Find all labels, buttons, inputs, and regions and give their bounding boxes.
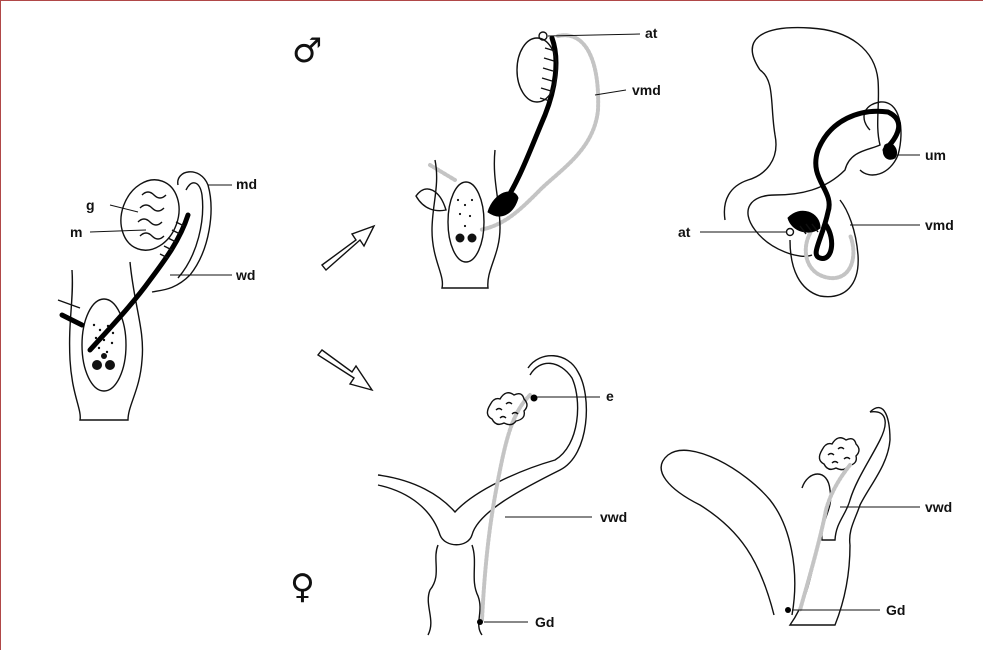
female-late-bladder-outline — [661, 450, 795, 615]
label-md: md — [236, 176, 257, 192]
female-early-epoophoron-dot — [531, 395, 538, 402]
label-wd: wd — [235, 267, 255, 283]
male-late-vas-loop — [816, 111, 899, 258]
label-g: g — [86, 197, 95, 213]
wolffian-duct — [90, 215, 188, 350]
arrow-to-male-icon — [322, 226, 374, 270]
male-late-phallus-bulb — [883, 144, 896, 160]
sinus-inner-ellipse — [82, 299, 126, 391]
male-early-stage: at vmd — [416, 25, 661, 288]
male-early-vesicle-left — [416, 189, 446, 211]
female-late-ovary — [819, 438, 859, 470]
male-early-sinus-inner — [448, 182, 484, 262]
female-late-gartner-dot — [785, 607, 791, 613]
gonad — [111, 172, 188, 259]
label-female-early-Gd: Gd — [535, 614, 554, 630]
label-male-early-vmd: vmd — [632, 82, 661, 98]
male-late-inner-line — [724, 70, 776, 220]
indifferent-stub-thin — [58, 300, 80, 308]
female-early-gartner-dot — [477, 619, 483, 625]
label-male-late-at: at — [678, 224, 691, 240]
female-early-wolffian-remnant — [482, 395, 530, 620]
label-female-early-e: e — [606, 388, 614, 404]
arrow-to-female-icon — [318, 350, 372, 390]
label-female-late-Gd: Gd — [886, 602, 905, 618]
female-early-uterus-outline — [378, 363, 578, 512]
label-male-early-at: at — [645, 25, 658, 41]
label-female-early-vwd: vwd — [600, 509, 627, 525]
female-late-wolffian-remnant — [800, 465, 850, 610]
label-male-late-vmd: vmd — [925, 217, 954, 233]
female-early-tube-inner — [378, 356, 586, 545]
label-m: m — [70, 224, 82, 240]
male-early-sinus-dots — [456, 199, 477, 243]
leader-m — [90, 230, 146, 232]
indifferent-stage: g m md wd — [58, 172, 257, 420]
male-symbol: ♂ — [292, 31, 322, 71]
female-early-stage: e vwd Gd — [378, 356, 627, 635]
female-early-vagina-left — [428, 545, 438, 635]
urogenital-sinus-outline — [70, 262, 143, 420]
mesonephros-tubules — [138, 192, 166, 239]
indifferent-stub-left — [62, 315, 82, 325]
female-symbol: ♀ — [290, 567, 315, 607]
label-male-late-um: um — [925, 147, 946, 163]
female-late-ovary-texture — [828, 448, 850, 464]
male-late-appendix-testis — [787, 229, 794, 236]
label-female-late-vwd: vwd — [925, 499, 952, 515]
male-late-stage: um at vmd — [678, 28, 954, 297]
female-late-stage: vwd Gd — [661, 408, 952, 625]
